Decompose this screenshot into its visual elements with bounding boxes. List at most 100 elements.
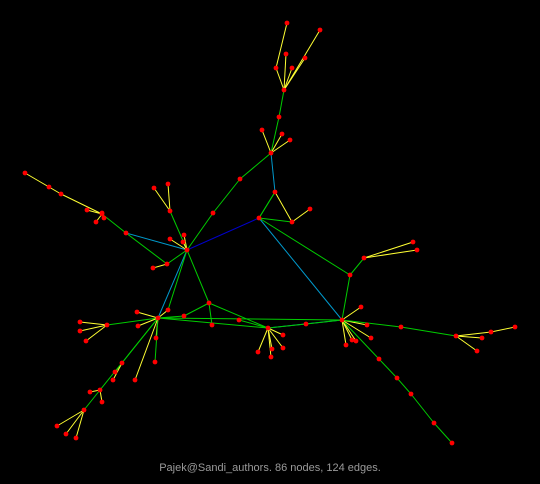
graph-node [343,342,349,348]
graph-node [276,114,282,120]
graph-edge [455,331,492,337]
graph-node [46,184,52,190]
graph-edge [208,302,269,329]
graph-node [269,346,275,352]
graph-node [307,206,313,212]
graph-node [317,27,323,33]
graph-edge [186,217,260,251]
graph-node [358,304,364,310]
graph-edge [341,319,372,339]
graph-node [361,255,367,261]
graph-node [259,127,265,133]
graph-node [265,325,271,331]
graph-edge [166,249,188,265]
graph-edge [125,232,188,251]
graph-edge [75,409,85,439]
graph-edge [212,178,241,214]
graph-edge [455,335,483,339]
graph-edge [167,183,171,212]
graph-edge [85,324,108,342]
graph-node [281,87,287,93]
graph-node [181,232,187,238]
graph-node [302,55,308,61]
graph-node [268,354,274,360]
graph-edge [186,249,210,304]
graph-node [453,333,459,339]
graph-edge [125,232,168,265]
graph-node [54,423,60,429]
graph-node [512,324,518,330]
graph-caption: Pajek@Sandi_authors. 86 nodes, 124 edges… [159,462,381,474]
graph-edge [24,172,50,188]
graph-edge [490,326,516,333]
graph-edge [341,319,347,346]
graph-edge [208,302,213,326]
graph-edge [378,358,398,379]
graph-edge [341,319,402,328]
graph-edge [258,217,293,223]
graph-node [283,51,289,57]
graph-node [155,315,161,321]
edges-layer [24,22,516,444]
graph-edge [267,327,284,336]
graph-node [210,210,216,216]
graph-edge [56,409,85,427]
graph-node [368,335,374,341]
graph-edge [363,241,414,259]
graph-edge [283,67,293,91]
graph-node [87,389,93,395]
graph-edge [83,389,101,411]
graph-node [134,309,140,315]
graph-node [167,208,173,214]
graph-edge [169,238,188,251]
graph-node [209,322,215,328]
graph-node [279,131,285,137]
graph-node [394,375,400,381]
graph-node [93,219,99,225]
graph-edge [157,317,343,321]
graph-edge [270,152,276,193]
graph-node [150,265,156,271]
graph-node [63,431,69,437]
graph-node [77,328,83,334]
graph-node [398,324,404,330]
graph-node [236,317,242,323]
graph-node [58,191,64,197]
graph-node [165,181,171,187]
graph-node [410,239,416,245]
graph-node [97,387,103,393]
graph-node [152,359,158,365]
graph-node [449,440,455,446]
graph-edge [261,129,272,154]
graph-node [287,137,293,143]
graph-node [280,332,286,338]
graph-node [165,307,171,313]
graph-node [353,338,359,344]
graph-node [83,338,89,344]
graph-edge [341,319,353,341]
graph-edge [267,323,307,329]
graph-edge [136,311,159,319]
graph-edge [270,116,280,154]
graph-edge [238,319,269,329]
graph-edge [275,67,285,91]
graph-edge [112,362,123,381]
graph-node [77,319,83,325]
graph-node [151,185,157,191]
graph-node [181,313,187,319]
graph-node [81,407,87,413]
graph-edge [99,317,159,391]
graph-edge [349,257,365,276]
graph-node [364,322,370,328]
graph-node [408,391,414,397]
graph-node [110,377,116,383]
graph-node [284,20,290,26]
graph-edge [291,208,311,223]
graph-edge [270,139,291,154]
graph-node [153,335,159,341]
graph-node [99,210,105,216]
graph-node [132,377,138,383]
graph-edge [267,327,284,349]
graph-edge [79,321,108,326]
